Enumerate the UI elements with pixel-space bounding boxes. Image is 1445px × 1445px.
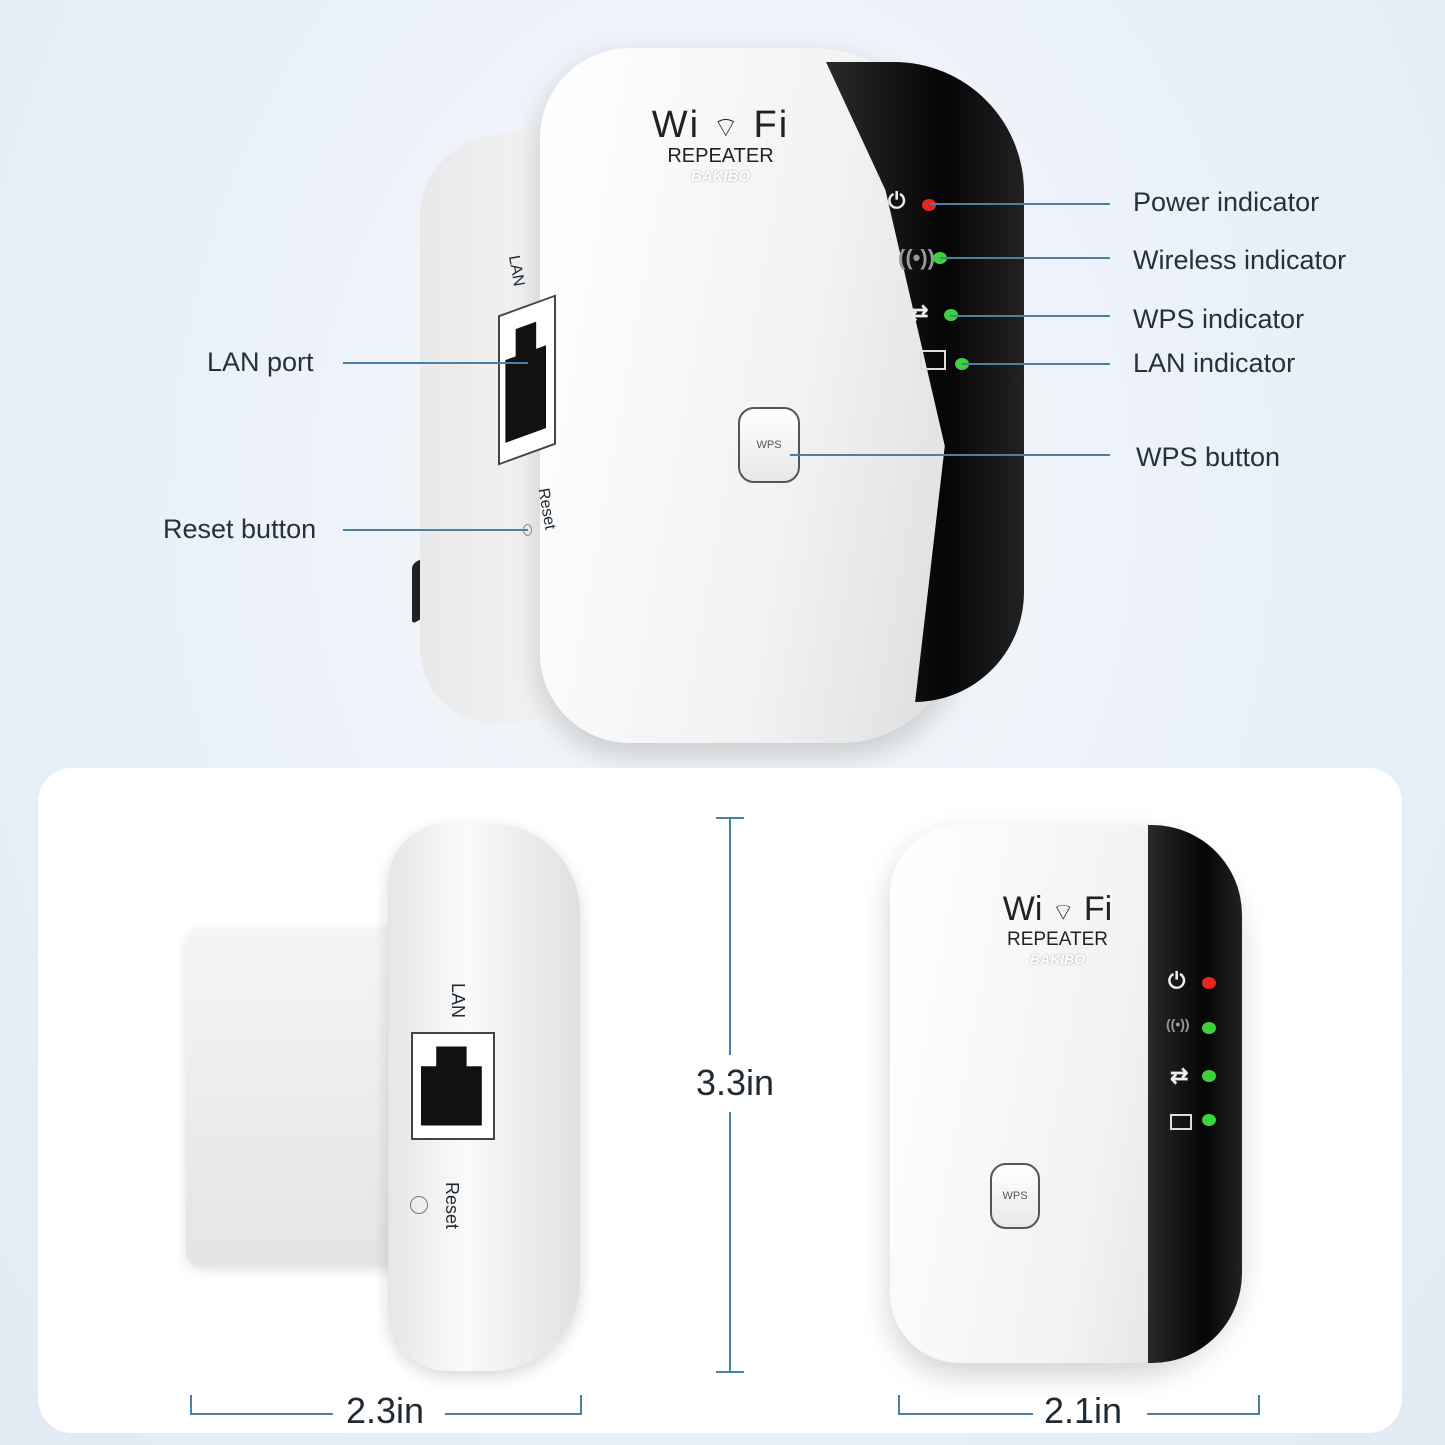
power-led xyxy=(1202,977,1216,989)
wireless-led xyxy=(1202,1022,1216,1034)
power-icon: ⏻ xyxy=(888,188,906,213)
callout-line xyxy=(790,454,1110,456)
callout-line xyxy=(940,257,1110,259)
power-icon: ⏻ xyxy=(1168,968,1186,993)
front-wps-button[interactable]: WPS xyxy=(990,1163,1040,1229)
lan-port xyxy=(498,294,556,466)
dim-tick xyxy=(716,1371,744,1373)
logo-subtitle: REPEATER xyxy=(667,145,774,167)
height-line xyxy=(729,1112,731,1372)
side-reset-label: Reset xyxy=(442,1181,463,1230)
height-line xyxy=(729,817,731,1055)
logo-fi: Fi xyxy=(753,104,790,146)
wifi-icon: ⌔ xyxy=(712,112,741,143)
lan-icon xyxy=(920,350,946,370)
wireless-icon: ((•)) xyxy=(1166,1016,1190,1032)
callout-wps-indicator: WPS indicator xyxy=(1133,304,1305,334)
callout-lan-port: LAN port xyxy=(207,347,314,377)
front-wifi-logo: Wi ⌔ Fi REPEATER BAKIBO xyxy=(990,890,1125,967)
side-width-line xyxy=(190,1413,333,1415)
callout-line xyxy=(950,315,1110,317)
side-width-line xyxy=(445,1413,582,1415)
brand-text: BAKIBO xyxy=(1029,951,1086,967)
wps-icon: ⇄ xyxy=(910,300,929,325)
wps-button[interactable]: WPS xyxy=(738,407,800,483)
dim-tick xyxy=(580,1395,582,1415)
logo-subtitle: REPEATER xyxy=(1006,929,1108,950)
callout-line xyxy=(343,362,528,364)
height-dimension: 3.3in xyxy=(696,1062,775,1103)
side-reset-hole xyxy=(410,1196,428,1214)
front-width-dimension: 2.1in xyxy=(1044,1390,1123,1431)
wps-button-text: WPS xyxy=(756,439,782,451)
logo-wi: Wi xyxy=(651,104,701,146)
dim-tick xyxy=(898,1395,900,1415)
side-width-dimension: 2.3in xyxy=(346,1390,425,1431)
power-led xyxy=(922,199,936,211)
wps-led xyxy=(1202,1070,1216,1082)
callout-reset: Reset button xyxy=(163,514,317,544)
wireless-icon: ((•)) xyxy=(898,245,936,270)
callout-line xyxy=(930,203,1110,205)
dim-tick xyxy=(190,1395,192,1415)
wps-button-text: WPS xyxy=(1002,1190,1028,1202)
lan-led xyxy=(1202,1114,1216,1126)
callout-line xyxy=(962,363,1110,365)
dim-tick xyxy=(1258,1395,1260,1415)
side-view-plug xyxy=(186,928,406,1266)
logo-fi: Fi xyxy=(1083,890,1113,928)
callout-lan-indicator: LAN indicator xyxy=(1133,348,1296,378)
wifi-icon: ⌔ xyxy=(1051,899,1075,926)
front-indicator-strip xyxy=(1148,825,1242,1363)
logo-wi: Wi xyxy=(1002,890,1043,928)
brand-text: BAKIBO xyxy=(690,168,751,185)
callout-line xyxy=(343,529,528,531)
callout-wps-button: WPS button xyxy=(1136,442,1281,472)
wps-icon: ⇄ xyxy=(1170,1063,1189,1088)
front-width-line xyxy=(898,1413,1033,1415)
lan-icon xyxy=(1170,1114,1192,1130)
callout-power: Power indicator xyxy=(1133,187,1320,217)
wifi-logo: Wi ⌔ Fi REPEATER BAKIBO xyxy=(648,104,793,185)
side-lan-label: LAN xyxy=(448,982,469,1019)
front-width-line xyxy=(1147,1413,1260,1415)
side-lan-port xyxy=(411,1032,495,1140)
callout-wireless: Wireless indicator xyxy=(1133,245,1347,275)
